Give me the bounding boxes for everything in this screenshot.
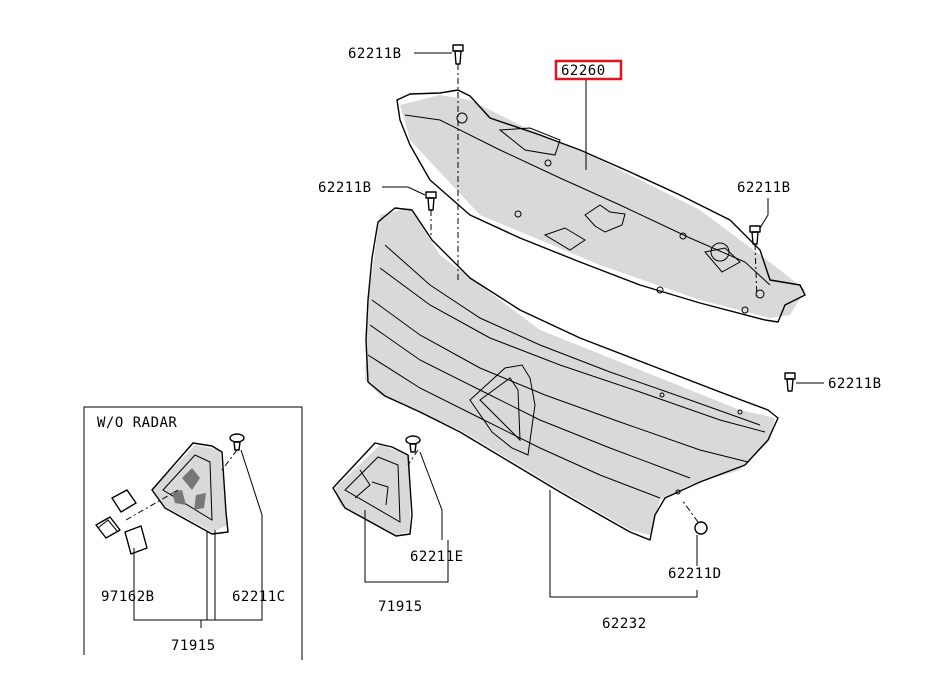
clip-d bbox=[694, 521, 708, 535]
alignment-line-clip-d bbox=[681, 499, 699, 523]
grille-insert-left-part bbox=[151, 442, 229, 535]
highlight-box bbox=[554, 59, 623, 81]
clip-c bbox=[229, 433, 245, 451]
label-62211b-top: 62211B bbox=[348, 46, 402, 62]
upper-shroud-part bbox=[396, 89, 806, 323]
bolt-side bbox=[784, 372, 796, 392]
grille-insert-middle-part bbox=[332, 442, 413, 537]
leader-lines bbox=[133, 52, 824, 628]
label-71915-middle: 71915 bbox=[378, 599, 423, 615]
label-62211b-side: 62211B bbox=[828, 376, 882, 392]
alignment-line-clip-e bbox=[407, 449, 419, 466]
mitsubishi-emblem-part bbox=[95, 489, 148, 555]
radiator-grille-part bbox=[365, 207, 779, 541]
label-62232: 62232 bbox=[602, 616, 647, 632]
bolt-left bbox=[425, 191, 437, 211]
label-97162b: 97162B bbox=[101, 589, 155, 605]
alignment-line-emblem bbox=[125, 489, 179, 521]
alignment-line-clip-c bbox=[221, 449, 238, 471]
bolt-right bbox=[749, 225, 761, 245]
section-title-wo-radar: W/O RADAR bbox=[97, 415, 177, 431]
label-62211b-left: 62211B bbox=[318, 180, 372, 196]
label-62260: 62260 bbox=[561, 63, 606, 79]
label-62211c: 62211C bbox=[232, 589, 286, 605]
alignment-line-right bbox=[754, 243, 758, 301]
label-71915-left: 71915 bbox=[171, 638, 216, 654]
clip-e bbox=[405, 435, 421, 453]
bolt-top bbox=[452, 44, 464, 65]
label-62211e: 62211E bbox=[410, 549, 464, 565]
wo-radar-frame bbox=[83, 406, 303, 660]
label-62211d: 62211D bbox=[668, 566, 722, 582]
label-62211b-right: 62211B bbox=[737, 180, 791, 196]
